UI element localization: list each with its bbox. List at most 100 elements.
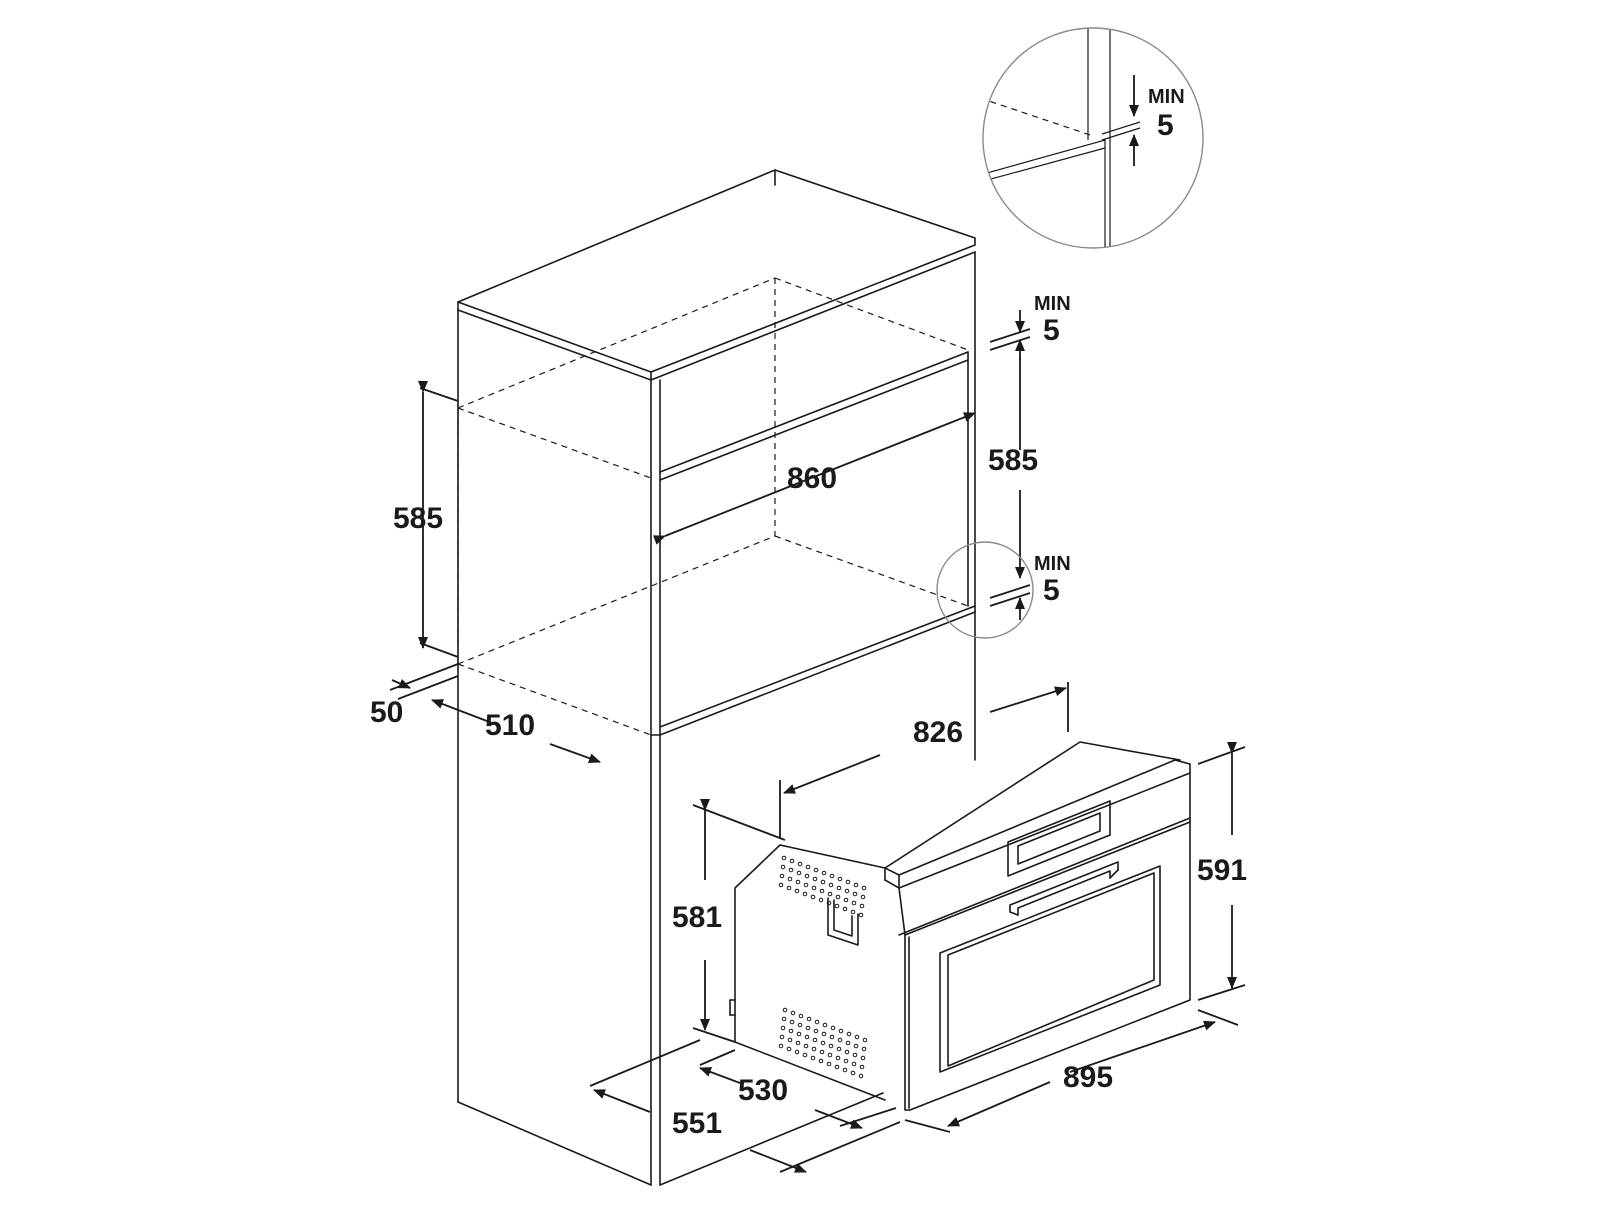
vent-dot [795,1040,801,1046]
vent-dot [834,1064,840,1070]
vent-dot [802,1052,808,1058]
vent-dot [860,894,866,900]
vent-dot [804,1034,810,1040]
label-530: 530 [738,1074,788,1107]
label-bottom-min-value: 5 [1043,574,1060,607]
vent-dot [795,879,801,885]
vent-dot [810,1055,816,1061]
vent-dot [821,870,827,876]
vent-dot [811,885,817,891]
vent-dot [859,903,865,909]
label-detail-min-value: 5 [1157,109,1174,142]
vent-dot [821,1031,827,1037]
label-591: 591 [1197,854,1247,887]
label-551: 551 [672,1107,722,1140]
vent-dot [779,1034,785,1040]
vent-dot [837,876,843,882]
vent-dot [788,867,794,873]
vent-dot [818,1058,824,1064]
vent-dot [805,1025,811,1031]
vent-dot [796,1031,802,1037]
vent-dot [829,1034,835,1040]
vent-dot [862,1037,868,1043]
label-860: 860 [787,462,837,495]
label-50: 50 [370,696,403,729]
vent-dot [789,858,795,864]
label-826: 826 [913,716,963,749]
vent-dot [852,891,858,897]
vent-dot [835,894,841,900]
vent-dot [787,1037,793,1043]
vent-dot [778,1043,784,1049]
vent-dot [861,1046,867,1052]
vent-dot [842,906,848,912]
label-895: 895 [1063,1061,1113,1094]
label-581: 581 [672,901,722,934]
vent-dot [842,1067,848,1073]
detail-marker-circle [936,541,1034,639]
vent-dot [827,1052,833,1058]
vent-dot [859,1064,865,1070]
label-top-min: MIN [1034,293,1071,315]
vent-dot [788,1028,794,1034]
vent-dot [829,873,835,879]
vent-dot [860,1055,866,1061]
vent-dot [810,894,816,900]
vent-dot [826,1061,832,1067]
tall-cabinet [457,169,976,1186]
detail-zoom-circle [982,27,1204,249]
vent-dot [858,1073,864,1079]
vent-dot [790,1010,796,1016]
vent-dot [837,1037,843,1043]
vent-dot [787,876,793,882]
vent-dot [820,879,826,885]
vent-dot [835,1055,841,1061]
vent-dot [854,1034,860,1040]
vent-dot [798,1013,804,1019]
vent-dot [814,1019,820,1025]
vent-dot [830,1025,836,1031]
vent-dot [819,888,825,894]
vent-dot [858,912,864,918]
vent-dot [803,1043,809,1049]
vent-dot [796,870,802,876]
vent-dot [827,891,833,897]
dimension-labels: 860 585 585 MIN 5 MIN 5 MIN 5 50 510 826… [370,86,1247,1140]
vent-dot [780,1025,786,1031]
vent-dot [803,882,809,888]
vent-dot [781,855,787,861]
vent-dot [789,1019,795,1025]
vent-dot [818,897,824,903]
label-detail-min: MIN [1148,86,1185,108]
vent-dot [836,1046,842,1052]
vent-dot [828,1043,834,1049]
vent-dot [851,1061,857,1067]
label-585-left: 585 [393,502,443,535]
label-510: 510 [485,709,535,742]
vent-dot [826,900,832,906]
label-bottom-min: MIN [1034,553,1071,575]
vent-dot [794,888,800,894]
label-585-right: 585 [988,444,1038,477]
vent-dot [806,1016,812,1022]
vent-dot [853,882,859,888]
vent-dot [861,885,867,891]
vent-dot [813,867,819,873]
vent-dot [797,861,803,867]
dimension-lines [389,310,1246,1173]
vent-dot [850,1070,856,1076]
cabinet-opening-dashed [457,277,969,736]
vent-dot [794,1049,800,1055]
vent-dot [844,888,850,894]
vent-dot [843,1058,849,1064]
vent-dot [780,864,786,870]
vent-dot [845,879,851,885]
vent-dot [820,1040,826,1046]
vent-dot [844,1049,850,1055]
vent-dot [852,1052,858,1058]
label-top-min-value: 5 [1043,314,1060,347]
vent-dot [834,903,840,909]
vent-dot [802,891,808,897]
